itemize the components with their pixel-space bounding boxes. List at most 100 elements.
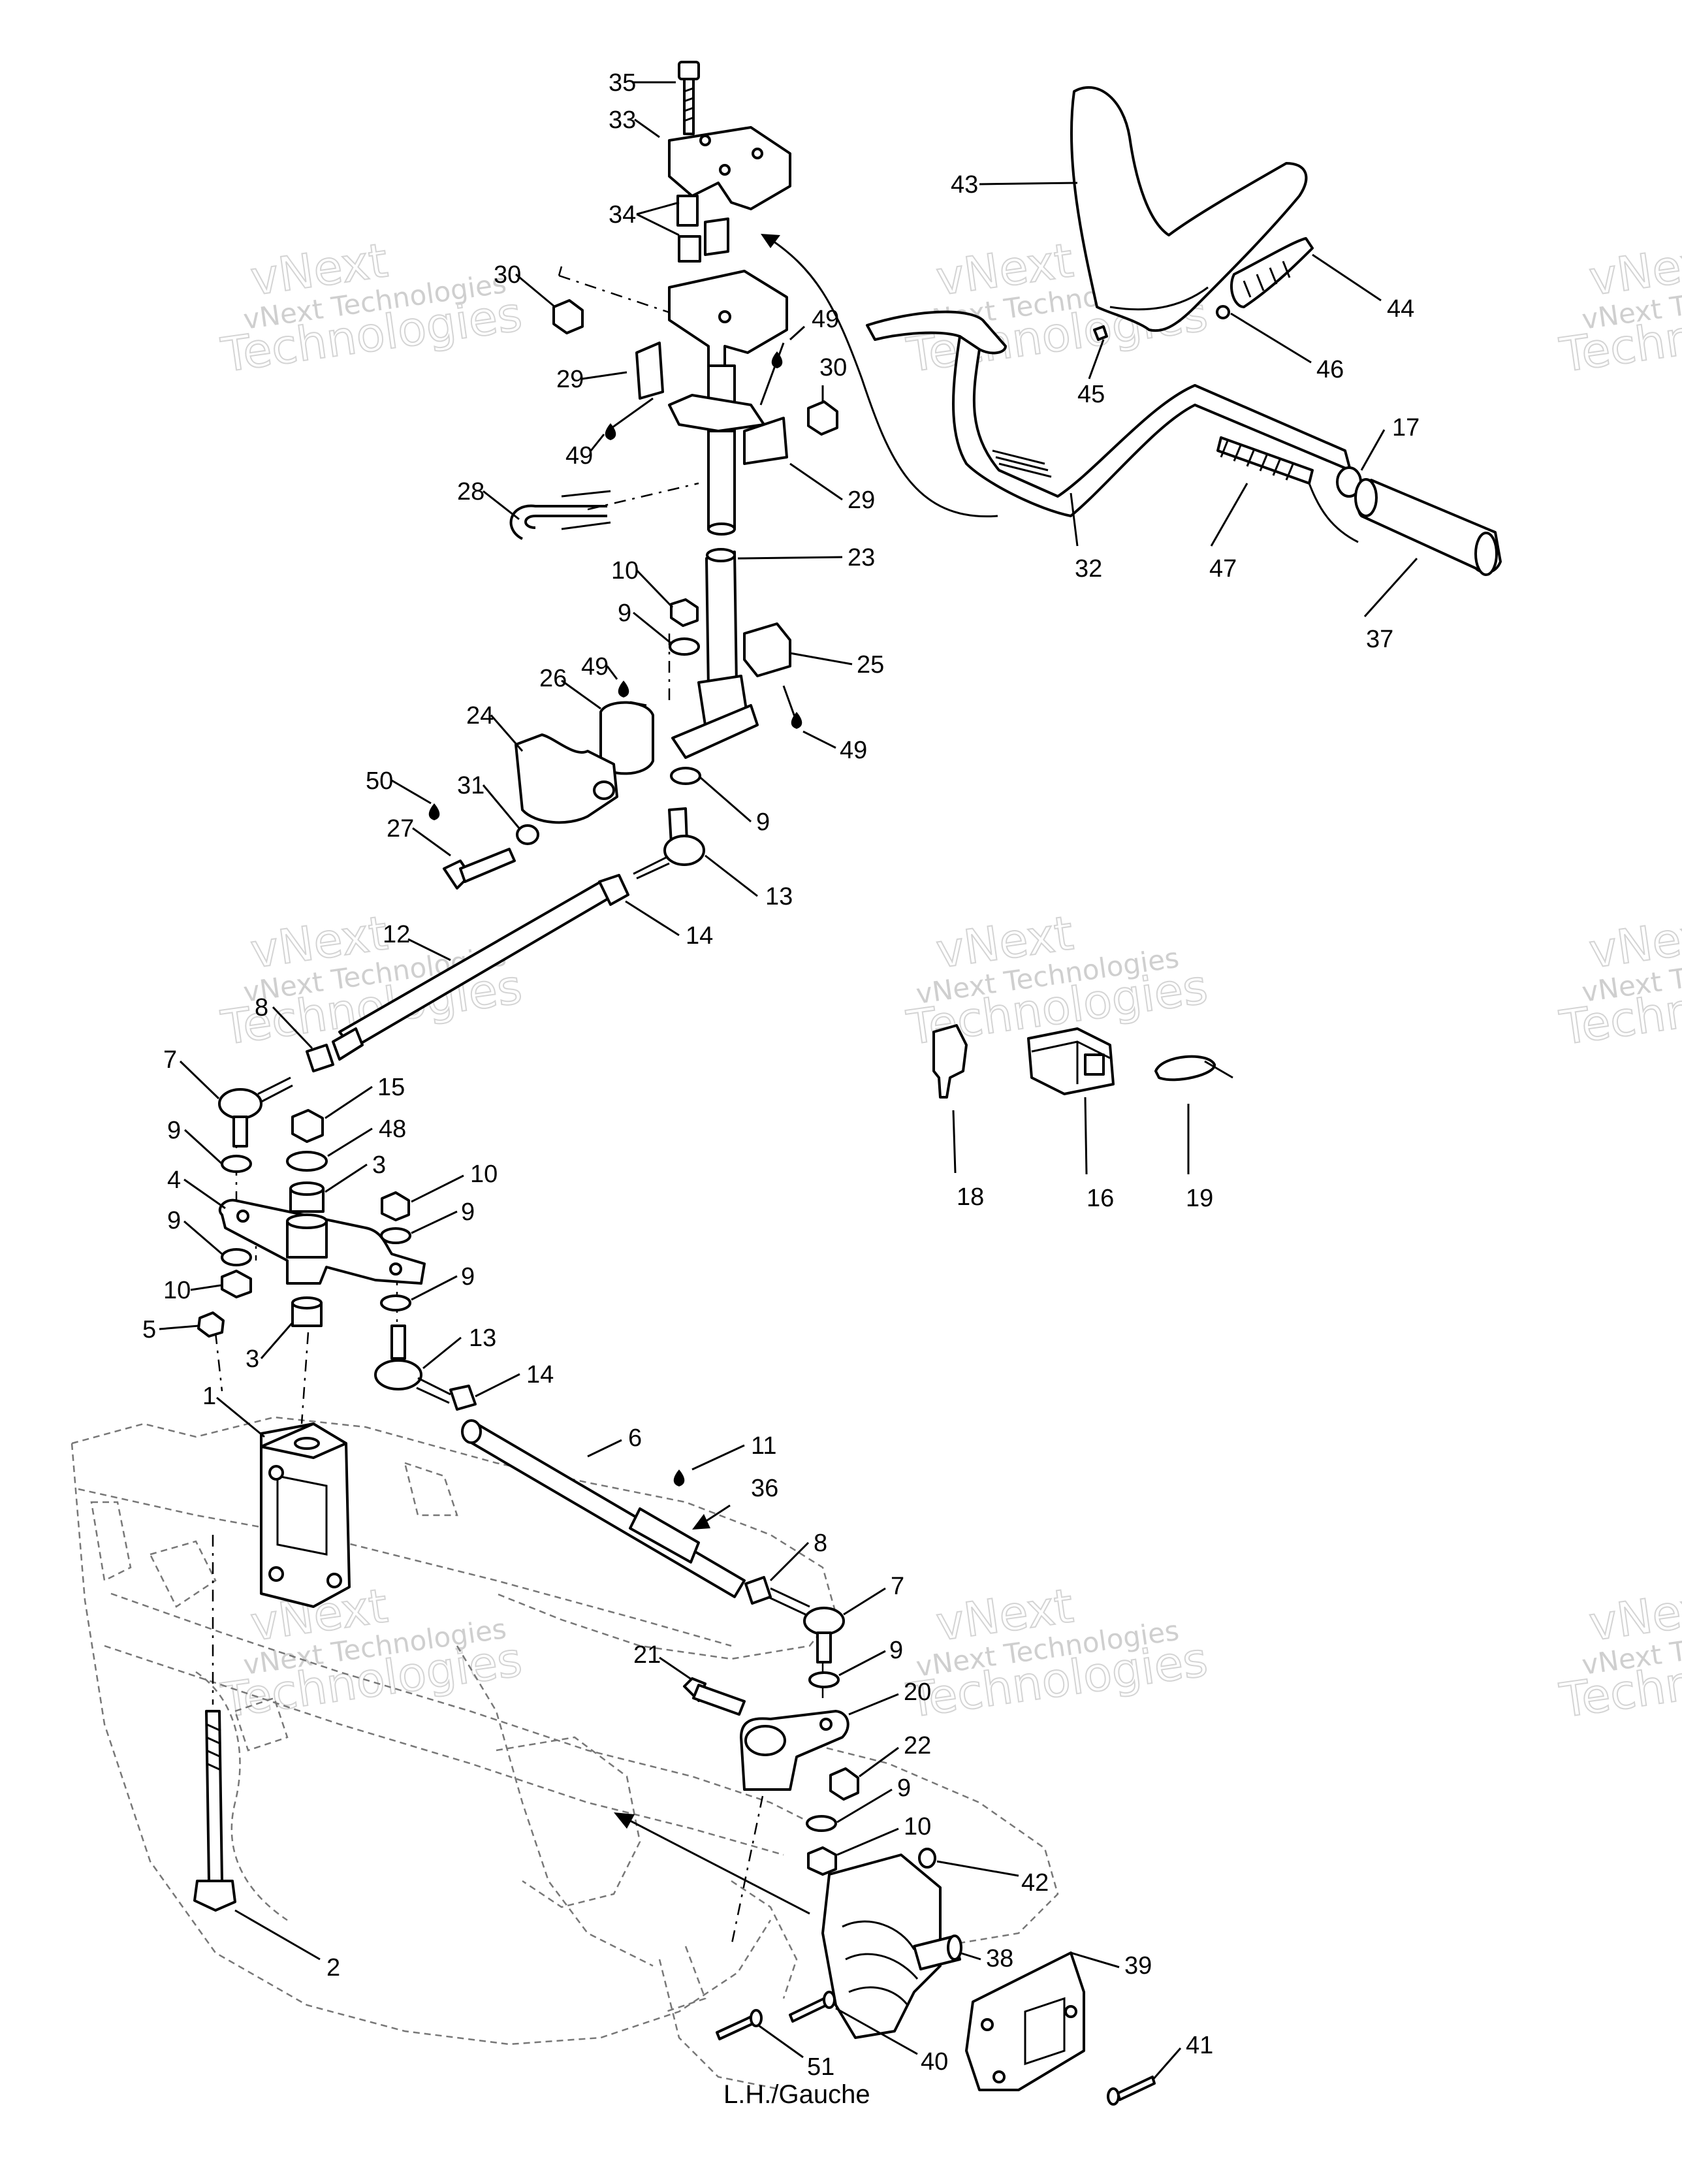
part-label-14a: 14 — [686, 922, 713, 950]
connector-housing-16 — [1027, 1027, 1115, 1095]
pitman-arm-assembly — [683, 1671, 936, 1876]
nut-5 — [197, 1311, 225, 1338]
part-label-20: 20 — [904, 1678, 931, 1706]
part-label-9f: 9 — [461, 1263, 475, 1291]
part-label-9b: 9 — [756, 809, 770, 836]
washer-9b — [670, 767, 701, 785]
nut-10c — [221, 1270, 252, 1298]
nut-10b — [381, 1191, 410, 1221]
assembly-arrow — [763, 234, 998, 518]
washer-9e — [221, 1248, 252, 1266]
watermark-1: vNext vNext Technologies Technologies — [217, 232, 526, 383]
part-label-10a: 10 — [611, 557, 639, 585]
bolt-27-shank — [459, 848, 516, 883]
part-label-50: 50 — [366, 767, 393, 795]
half-bracket-29a — [635, 342, 664, 400]
part-label-9c: 9 — [167, 1117, 181, 1144]
handlebar-32 — [952, 335, 1352, 517]
part-label-30a: 30 — [494, 261, 521, 289]
part-label-49b: 49 — [565, 442, 593, 470]
nut-10d — [807, 1846, 837, 1876]
nut-8a — [306, 1044, 334, 1072]
bolt-21-shank — [692, 1684, 746, 1716]
part-label-24: 24 — [466, 702, 494, 730]
handlebar-pad-43 — [1070, 86, 1308, 332]
grease-drop-icon — [428, 803, 440, 820]
bolt-35-head — [678, 61, 700, 80]
watermark-7: vNext vNext Technologies Technologies — [217, 1577, 526, 1729]
part-label-1: 1 — [202, 1383, 216, 1410]
part-label-43: 43 — [951, 171, 978, 199]
part-label-29b: 29 — [848, 487, 875, 514]
tie-rod-6 — [461, 1419, 845, 1663]
terminal-18 — [932, 1024, 968, 1099]
idler-arm-assembly — [197, 1076, 477, 1411]
part-label-49d: 49 — [840, 737, 867, 764]
nut-30a — [552, 299, 584, 334]
part-label-37: 37 — [1366, 626, 1393, 653]
part-label-31: 31 — [457, 772, 484, 799]
part-label-41: 41 — [1186, 2032, 1213, 2059]
washer-9g — [808, 1671, 840, 1688]
tie-rod-end-13a — [663, 835, 705, 866]
part-label-10c: 10 — [163, 1277, 191, 1304]
part-label-44: 44 — [1387, 295, 1414, 323]
part-label-9e: 9 — [167, 1207, 181, 1234]
part-label-38: 38 — [986, 1945, 1013, 1972]
column-tube — [707, 430, 736, 530]
part-label-9d: 9 — [461, 1198, 475, 1226]
part-label-39: 39 — [1124, 1952, 1152, 1980]
part-label-26: 26 — [539, 665, 567, 692]
part-label-49c: 49 — [581, 653, 609, 681]
washer-9h — [806, 1815, 837, 1832]
steering-column — [443, 61, 838, 890]
part-label-14b: 14 — [526, 1361, 554, 1389]
part-label-34: 34 — [609, 201, 636, 229]
nut-14b — [449, 1385, 477, 1411]
part-label-32: 32 — [1075, 555, 1102, 583]
part-label-16: 16 — [1087, 1185, 1114, 1212]
bushing-34a — [676, 195, 699, 227]
part-label-8a: 8 — [255, 994, 268, 1021]
tie-rod-12 — [306, 874, 629, 1072]
watermark-6: vNext vNext Technologies Technologies — [1556, 905, 1682, 1056]
part-label-22: 22 — [904, 1732, 931, 1759]
part-label-19: 19 — [1186, 1185, 1213, 1212]
part-label-9h: 9 — [897, 1774, 911, 1802]
boot-36 — [629, 1507, 700, 1564]
view-caption: L.H./Gauche — [723, 2080, 870, 2109]
nut-10a — [670, 598, 699, 627]
part-label-35: 35 — [609, 69, 636, 97]
part-label-3b: 3 — [246, 1345, 259, 1373]
bushing-34b — [678, 235, 701, 263]
vehicle-frame-outline — [71, 1416, 1059, 2091]
part-label-8b: 8 — [814, 1530, 827, 1557]
bracket-25 — [743, 622, 791, 677]
part-label-10b: 10 — [470, 1161, 498, 1188]
handlebar-assembly — [866, 86, 1502, 576]
column-lower — [705, 551, 738, 690]
watermark-3: vNext vNext Technologies Technologies — [1556, 232, 1682, 383]
grease-drop-icon — [673, 1469, 685, 1486]
washer-9a — [669, 637, 700, 656]
part-label-2: 2 — [326, 1954, 340, 1982]
arrow-head-36 — [692, 1514, 710, 1530]
part-label-13a: 13 — [765, 883, 793, 910]
cable-tie-19 — [1154, 1055, 1216, 1082]
part-label-36: 36 — [751, 1475, 778, 1502]
washer-9c — [221, 1155, 252, 1173]
part-label-18: 18 — [957, 1183, 984, 1211]
bolt-35-shank — [683, 78, 695, 135]
u-bolt-28 — [509, 504, 607, 540]
grease-drop-icon — [618, 681, 629, 698]
bracket-base-29 — [668, 394, 765, 432]
part-label-13b: 13 — [469, 1325, 496, 1352]
nut-30b — [807, 400, 838, 436]
arrow-head-lower — [614, 1812, 635, 1829]
washer-31 — [516, 824, 539, 845]
washer-9d — [380, 1227, 411, 1244]
part-label-47: 47 — [1209, 555, 1237, 583]
part-label-42: 42 — [1021, 1869, 1049, 1897]
